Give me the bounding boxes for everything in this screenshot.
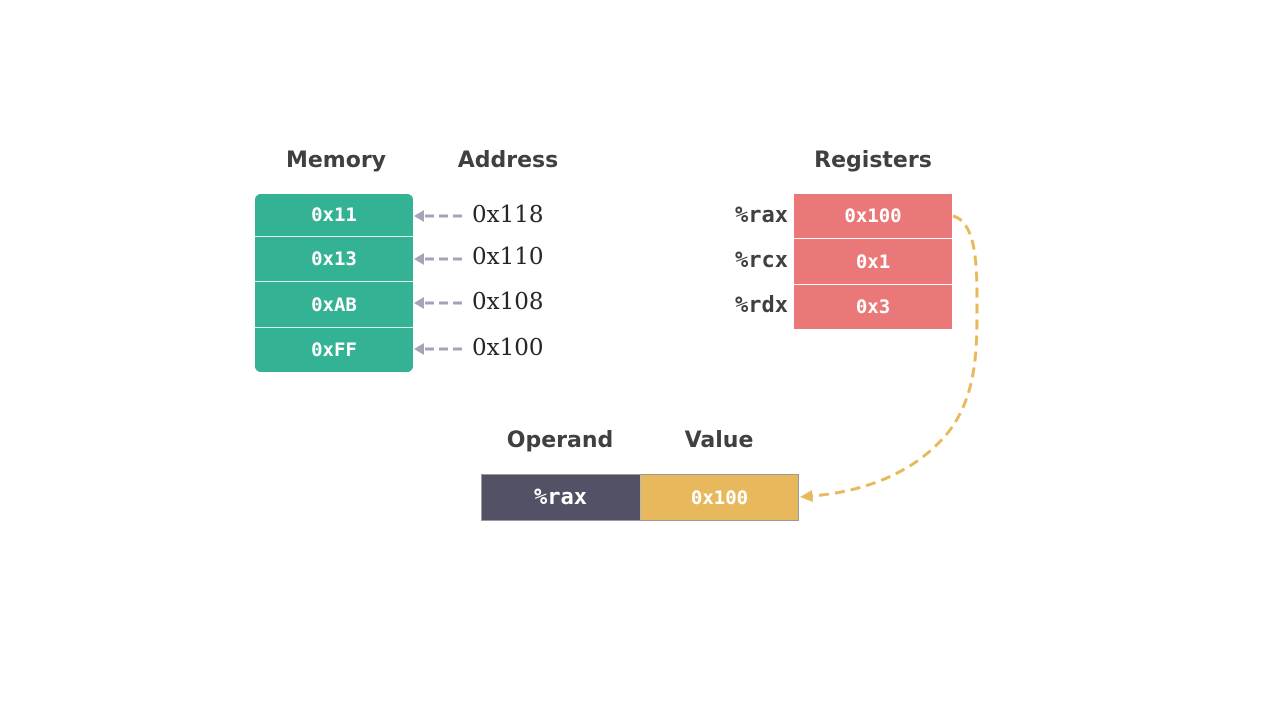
register-value-cell: 0x100 xyxy=(794,194,952,238)
register-value-cell: 0x1 xyxy=(794,239,952,284)
register-name: %rcx xyxy=(735,248,788,273)
address-label: 0x108 xyxy=(472,289,544,315)
memory-cell: 0xFF xyxy=(255,328,413,372)
address-arrow xyxy=(414,210,462,222)
memory-cell: 0x13 xyxy=(255,237,413,281)
memory-divider xyxy=(255,281,413,282)
memory-cell: 0x11 xyxy=(255,194,413,236)
memory-divider xyxy=(255,236,413,237)
memory-divider xyxy=(255,327,413,328)
address-arrow xyxy=(414,297,462,309)
memory-cell: 0xAB xyxy=(255,282,413,327)
address-arrow xyxy=(414,343,462,355)
register-divider xyxy=(794,238,952,239)
register-divider xyxy=(794,284,952,285)
address-heading: Address xyxy=(457,148,559,173)
operand-cell: %rax xyxy=(481,474,640,521)
address-arrow xyxy=(414,253,462,265)
register-name: %rax xyxy=(735,203,788,228)
memory-stack: 0x11 0x13 0xAB 0xFF xyxy=(255,194,413,372)
register-to-value-arrow xyxy=(800,214,979,502)
value-heading: Value xyxy=(684,428,754,453)
address-label: 0x118 xyxy=(472,202,544,228)
value-cell: 0x100 xyxy=(640,474,799,521)
memory-heading: Memory xyxy=(285,148,387,173)
register-name: %rdx xyxy=(735,293,788,318)
address-label: 0x100 xyxy=(472,335,544,361)
register-value-cell: 0x3 xyxy=(794,285,952,329)
operand-heading: Operand xyxy=(506,428,614,453)
registers-heading: Registers xyxy=(814,148,932,173)
address-label: 0x110 xyxy=(472,244,544,270)
